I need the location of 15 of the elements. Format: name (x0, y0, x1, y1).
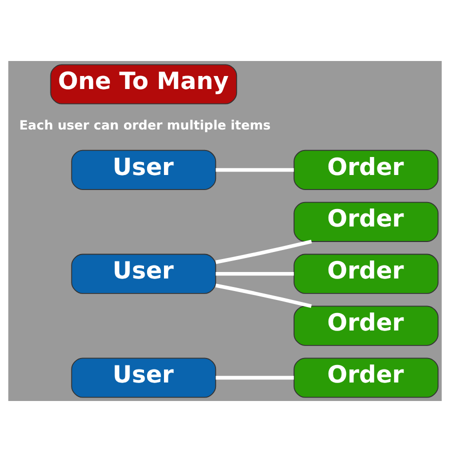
node-box: User (71, 150, 216, 190)
node-box: Order (294, 150, 439, 190)
node-box: User (71, 358, 216, 398)
connector (215, 240, 312, 264)
node-box: Order (294, 202, 439, 242)
node-box: Order (294, 306, 439, 346)
label: Each user can order multiple items (19, 118, 271, 134)
connector (216, 376, 294, 380)
node-box: Order (294, 358, 439, 398)
connector (216, 168, 294, 172)
node-box: One To Many (50, 64, 238, 104)
node-box: Order (294, 254, 439, 294)
connector (215, 284, 312, 308)
node-box: User (71, 254, 216, 294)
connector (216, 272, 294, 276)
